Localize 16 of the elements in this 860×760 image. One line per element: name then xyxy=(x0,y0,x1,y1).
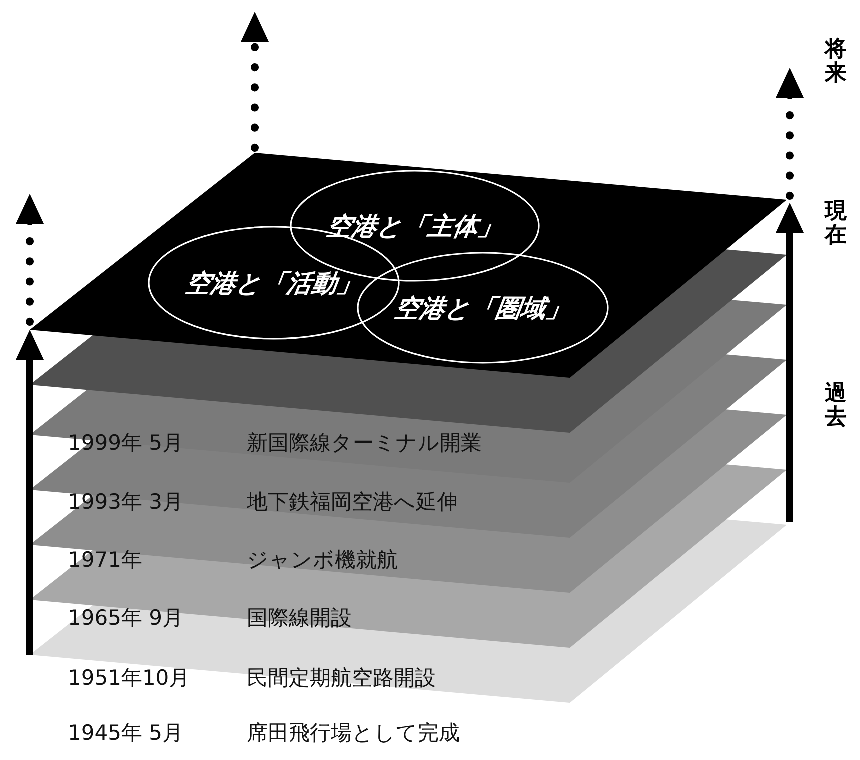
event-label: 民間定期航空路開設 xyxy=(247,668,436,689)
concept-label: 空港と「圏域」 xyxy=(392,292,574,324)
concept-label: 空港と「活動」 xyxy=(184,268,364,300)
concept-ellipse xyxy=(357,252,609,364)
event-label: 地下鉄福岡空港へ延伸 xyxy=(247,492,458,513)
year-label: 1945年 5月 xyxy=(68,723,184,744)
year-label: 1965年 9月 xyxy=(68,608,184,629)
event-label: ジャンボ機就航 xyxy=(247,550,398,571)
year-label: 1951年10月 xyxy=(68,668,190,689)
period-label: 将来 xyxy=(825,38,847,86)
event-label: 席田飛行場として完成 xyxy=(247,723,460,744)
period-label: 現在 xyxy=(825,200,847,248)
event-label: 国際線開設 xyxy=(247,608,352,629)
concept-label: 空港と「主体」 xyxy=(324,210,506,242)
event-label: 新国際線ターミナル開業 xyxy=(247,433,482,454)
period-label: 過去 xyxy=(825,382,847,430)
